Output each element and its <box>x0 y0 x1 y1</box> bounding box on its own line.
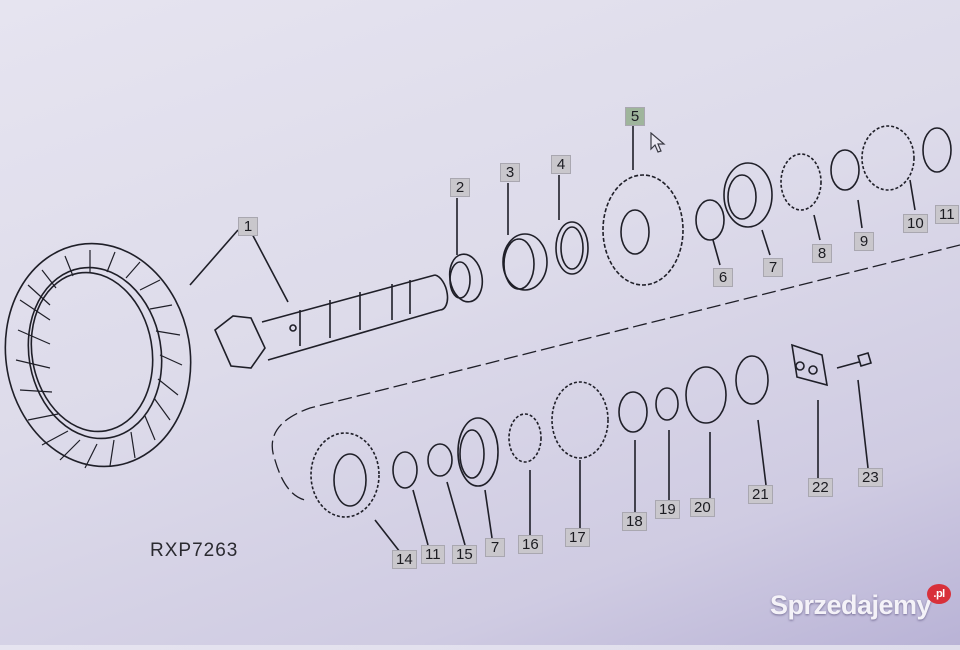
callout-label: 9 <box>854 232 874 251</box>
callout-label: 10 <box>903 214 928 233</box>
callout-label: 11 <box>935 205 959 224</box>
callout-label: 21 <box>748 485 773 504</box>
callout-label: 8 <box>812 244 832 263</box>
callout-label: 3 <box>500 163 520 182</box>
callout-label: 14 <box>392 550 417 569</box>
callout-label: 15 <box>452 545 477 564</box>
callout-label: 22 <box>808 478 833 497</box>
callout-label: 6 <box>713 268 733 287</box>
pinion-shaft-drawing <box>189 229 449 369</box>
watermark: Sprzedajemy .pl <box>770 584 952 621</box>
callout-label: 18 <box>622 512 647 531</box>
callout-label: 19 <box>655 500 680 519</box>
callout-label: 2 <box>450 178 470 197</box>
callout-label: 16 <box>518 535 543 554</box>
callout-label-highlighted: 5 <box>625 107 645 126</box>
mouse-pointer-icon <box>650 132 666 153</box>
ring-gear-drawing <box>4 242 192 469</box>
callout-label: 11 <box>421 545 445 564</box>
callout-label: 7 <box>485 538 505 557</box>
callout-label: 17 <box>565 528 590 547</box>
drawing-id: RXP7263 <box>150 540 239 561</box>
watermark-badge: .pl <box>927 584 952 604</box>
callout-label: 7 <box>763 258 783 277</box>
bottom-row-parts <box>310 343 872 553</box>
callout-label: 1 <box>238 217 258 236</box>
top-row-parts <box>448 125 952 303</box>
callout-label: 4 <box>551 155 571 174</box>
assembly-line <box>271 244 960 501</box>
watermark-text: Sprzedajemy <box>770 590 932 620</box>
callout-label: 20 <box>690 498 715 517</box>
callout-label: 23 <box>858 468 883 487</box>
